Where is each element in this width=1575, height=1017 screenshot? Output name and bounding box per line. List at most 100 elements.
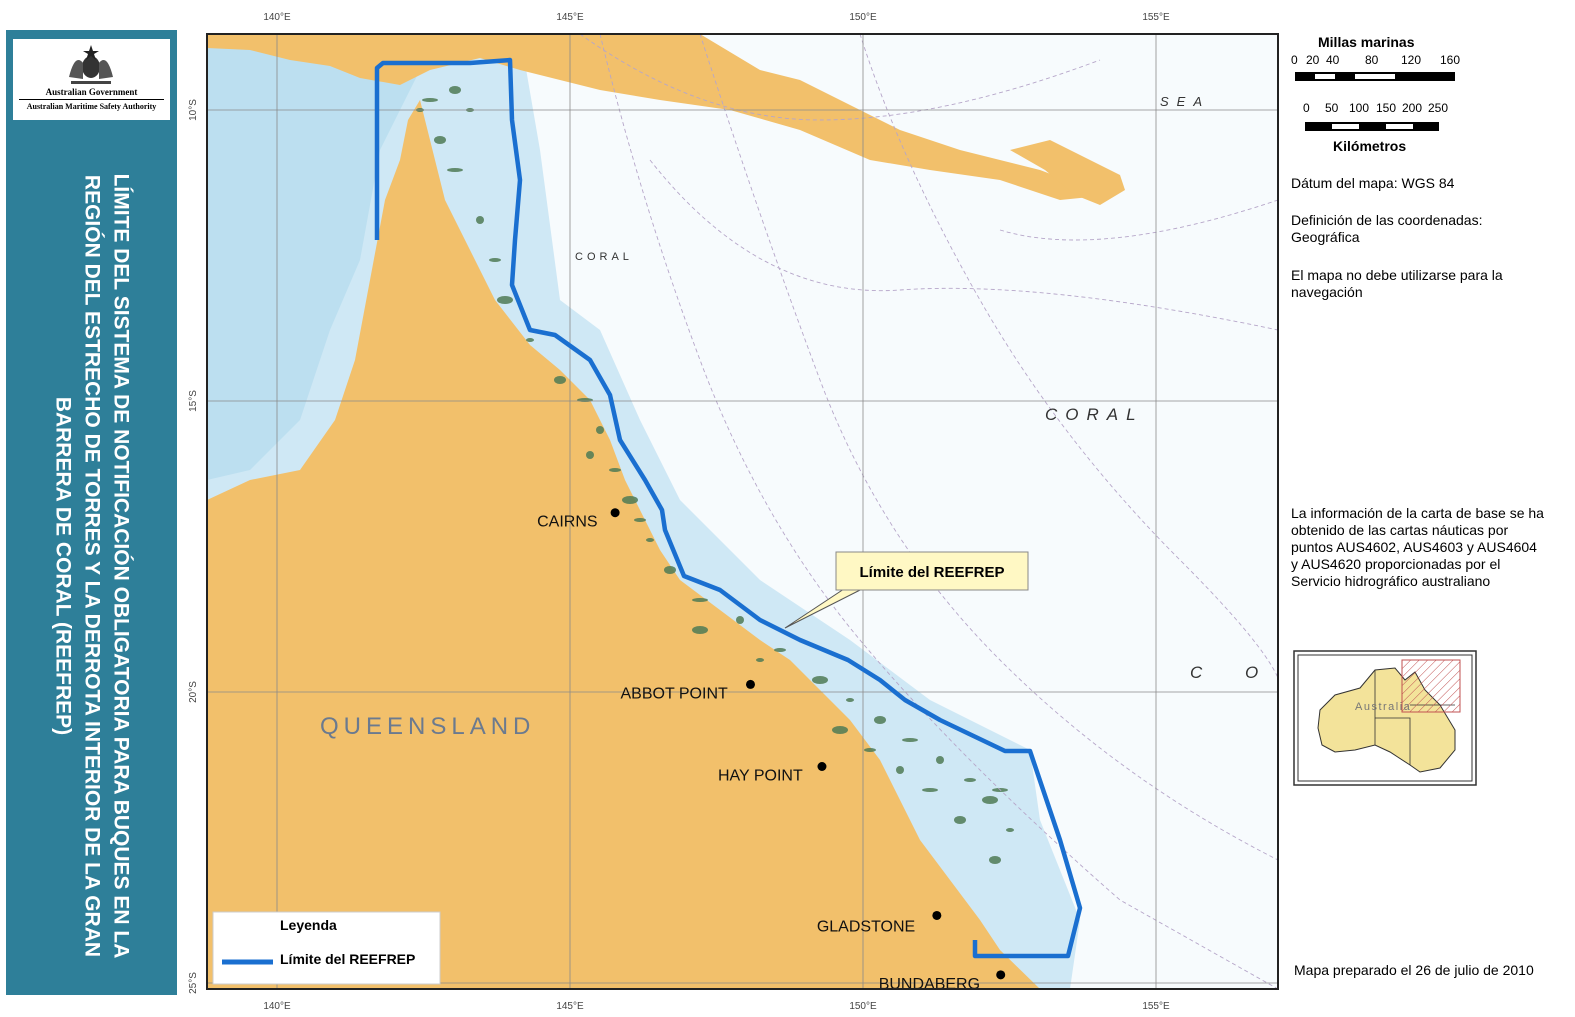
km-tick-150: 150 bbox=[1376, 101, 1397, 115]
reef-patch bbox=[954, 816, 966, 824]
latitude-label: 10°S bbox=[188, 99, 199, 121]
sea-label-o: O bbox=[1245, 663, 1258, 682]
sea-label-c: C bbox=[1190, 663, 1203, 682]
reef-patch bbox=[982, 796, 998, 804]
sea-label-coral-2: CORAL bbox=[1045, 405, 1144, 424]
sea-label-coral-1: CORAL bbox=[575, 251, 633, 263]
port-label: GLADSTONE bbox=[817, 918, 915, 935]
inset-label: Australia bbox=[1355, 701, 1411, 713]
port-marker[interactable] bbox=[745, 679, 755, 689]
miles-tick-160: 160 bbox=[1440, 53, 1461, 67]
reef-patch bbox=[646, 538, 654, 542]
source-note: La información de la carta de base se ha… bbox=[1291, 505, 1544, 589]
latitude-label: 25°S bbox=[188, 972, 199, 994]
reef-patch bbox=[874, 716, 886, 724]
legend: Leyenda Límite del REEFREP bbox=[212, 911, 441, 985]
port-marker[interactable] bbox=[932, 910, 942, 920]
graticule bbox=[207, 34, 1278, 989]
reef-patch bbox=[774, 648, 786, 652]
reef-patch bbox=[896, 766, 904, 774]
reef-patch bbox=[489, 258, 501, 262]
reef-patch bbox=[447, 168, 463, 172]
inset-highlight-area bbox=[1401, 659, 1461, 713]
port-label: HAY POINT bbox=[718, 767, 803, 784]
reef-patch bbox=[526, 338, 534, 342]
reef-patch bbox=[812, 676, 828, 684]
reef-patch bbox=[989, 856, 1001, 864]
reef-patch bbox=[434, 136, 446, 144]
miles-scale-title: Millas marinas bbox=[1318, 34, 1415, 50]
coordinates-note: Definición de las coordenadas: Geográfic… bbox=[1291, 212, 1483, 245]
reef-patch bbox=[664, 566, 676, 574]
depth-contours bbox=[579, 34, 1278, 989]
port-marker[interactable] bbox=[610, 508, 620, 518]
reef-patch bbox=[1006, 828, 1014, 832]
longitude-label-bottom: 150°E bbox=[849, 1001, 877, 1012]
callout-label: Límite del REEFREP bbox=[859, 564, 1004, 581]
map-datum-note: Dátum del mapa: WGS 84 bbox=[1291, 175, 1455, 191]
prepared-date: Mapa preparado el 26 de julio de 2010 bbox=[1294, 962, 1534, 978]
depth-contour bbox=[999, 199, 1278, 241]
scale-bars bbox=[1295, 72, 1455, 131]
depth-contour bbox=[649, 159, 1278, 331]
reef-patch bbox=[554, 376, 566, 384]
reef-patch bbox=[609, 468, 621, 472]
queensland-land bbox=[207, 100, 1040, 989]
miles-tick-80: 80 bbox=[1365, 53, 1379, 67]
reef-patch bbox=[902, 738, 918, 742]
reef-patch bbox=[634, 518, 646, 522]
port-marker[interactable] bbox=[817, 761, 827, 771]
callout-box bbox=[835, 551, 1029, 591]
reef-patch bbox=[622, 496, 638, 504]
legend-title: Leyenda bbox=[280, 917, 337, 933]
reef-patches bbox=[416, 86, 1014, 864]
reef-patch bbox=[596, 426, 604, 434]
reefrep-boundary-line[interactable] bbox=[374, 57, 1083, 959]
reef-patch bbox=[736, 616, 744, 624]
latitude-label: 20°S bbox=[188, 681, 199, 703]
reef-patch bbox=[864, 748, 876, 752]
map-frame bbox=[206, 33, 1279, 990]
km-tick-250: 250 bbox=[1428, 101, 1449, 115]
longitude-label-top: 145°E bbox=[556, 12, 584, 23]
gulf-water bbox=[207, 34, 420, 480]
miles-tick-120: 120 bbox=[1401, 53, 1422, 67]
port-label: BUNDABERG bbox=[879, 976, 980, 993]
solomon-island-land bbox=[1010, 140, 1125, 205]
port-label: CAIRNS bbox=[537, 514, 597, 531]
sea-label-sea: SEA bbox=[1160, 94, 1210, 109]
km-scale-bar bbox=[1305, 122, 1439, 131]
title-panel: Australian Government Australian Maritim… bbox=[6, 30, 177, 995]
longitude-label-top: 150°E bbox=[849, 12, 877, 23]
reef-patch bbox=[449, 86, 461, 94]
legend-item-label: Límite del REEFREP bbox=[280, 951, 415, 967]
coat-of-arms-icon bbox=[69, 45, 113, 84]
reef-patch bbox=[422, 98, 438, 102]
government-name: Australian Government bbox=[45, 87, 138, 97]
km-tick-50: 50 bbox=[1325, 101, 1339, 115]
agency-name: Australian Maritime Safety Authority bbox=[19, 99, 164, 111]
reef-patch bbox=[476, 216, 484, 224]
reef-patch bbox=[692, 626, 708, 634]
latitude-label: 15°S bbox=[188, 390, 199, 412]
navigation-warning: El mapa no debe utilizarse para la naveg… bbox=[1291, 267, 1503, 300]
reef-patch bbox=[846, 698, 854, 702]
graticule-labels: 140°E140°E145°E145°E150°E150°E155°E155°E… bbox=[188, 12, 1170, 1012]
longitude-label-top: 140°E bbox=[263, 12, 291, 23]
km-scale-title: Kilómetros bbox=[1333, 138, 1407, 154]
longitude-label-bottom: 140°E bbox=[263, 1001, 291, 1012]
legend-box bbox=[212, 911, 441, 985]
reef-patch bbox=[497, 296, 513, 304]
inset-map: Australia bbox=[1293, 650, 1477, 786]
km-tick-0: 0 bbox=[1303, 101, 1310, 115]
miles-tick-0: 0 bbox=[1291, 53, 1298, 67]
reef-patch bbox=[756, 658, 764, 662]
depth-contour bbox=[599, 34, 1278, 989]
reef-patch bbox=[692, 598, 708, 602]
port-marker[interactable] bbox=[996, 970, 1006, 980]
reef-patch bbox=[832, 726, 848, 734]
km-tick-100: 100 bbox=[1349, 101, 1370, 115]
map-body: CORAL CORAL SEA C O QUEENSLAND CAIRNSABB… bbox=[207, 34, 1278, 993]
depth-contour bbox=[579, 34, 1101, 121]
